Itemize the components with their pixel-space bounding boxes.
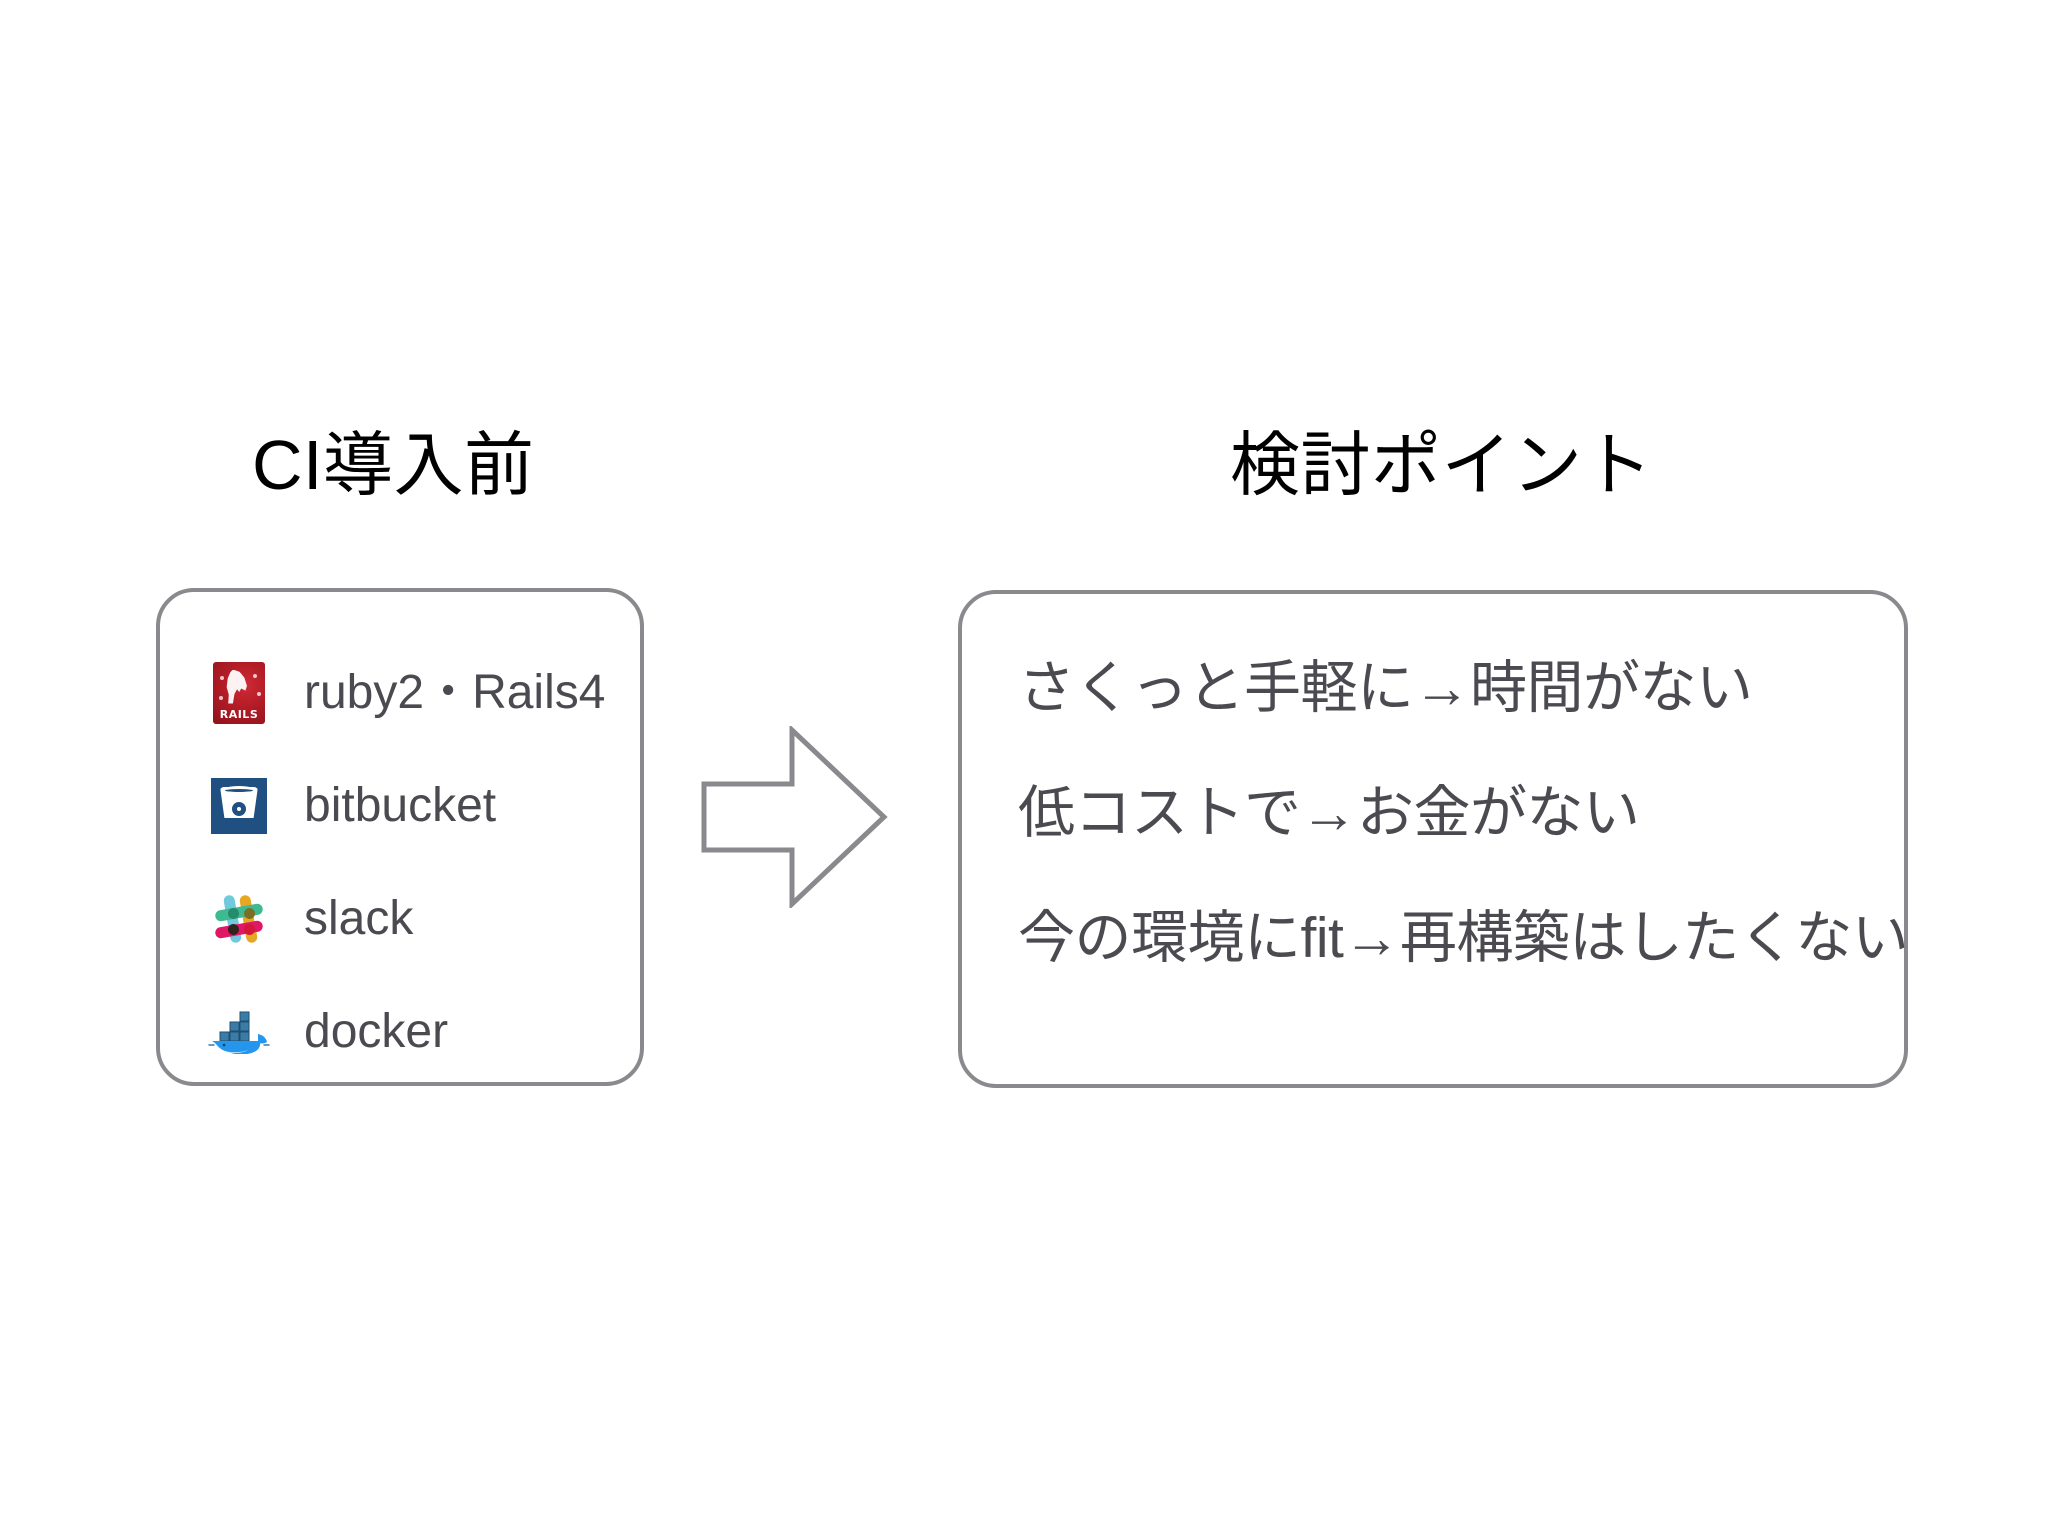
rails-wordmark-text: RAILS <box>219 707 259 721</box>
page-title-left: CI導入前 <box>252 426 535 504</box>
point-line: さくっと手軽に→時間がない <box>1018 656 1753 720</box>
list-item-label: slack <box>304 891 414 945</box>
page-title-right: 検討ポイント <box>1230 426 1653 504</box>
points-list: さくっと手軽に→時間がない 低コストで→お金がない 今の環境にfit→再構築はし… <box>962 594 1909 1084</box>
stack-list: RAILS ruby2・Rails4 bitbucket <box>160 592 640 1082</box>
list-item[interactable]: bitbucket <box>210 749 640 862</box>
slack-logo-icon <box>210 887 268 951</box>
point-line: 低コストで→お金がない <box>1018 781 1640 845</box>
point-line: 今の環境にfit→再構築はしたくない <box>1018 906 1909 970</box>
list-item-label: ruby2・Rails4 <box>304 665 606 719</box>
list-item-label: docker <box>304 1004 449 1058</box>
list-item[interactable]: RAILS ruby2・Rails4 <box>210 636 640 749</box>
bitbucket-logo-icon <box>210 774 268 838</box>
docker-logo-icon <box>208 1000 270 1064</box>
stack-panel: RAILS ruby2・Rails4 bitbucket <box>156 588 644 1086</box>
rails-logo-icon: RAILS <box>210 661 268 725</box>
list-item[interactable]: slack <box>210 862 640 975</box>
list-item-label: bitbucket <box>304 778 497 832</box>
points-panel: さくっと手軽に→時間がない 低コストで→お金がない 今の環境にfit→再構築はし… <box>958 590 1909 1088</box>
list-item[interactable]: docker <box>208 975 640 1088</box>
right-block-arrow-icon <box>700 724 888 910</box>
